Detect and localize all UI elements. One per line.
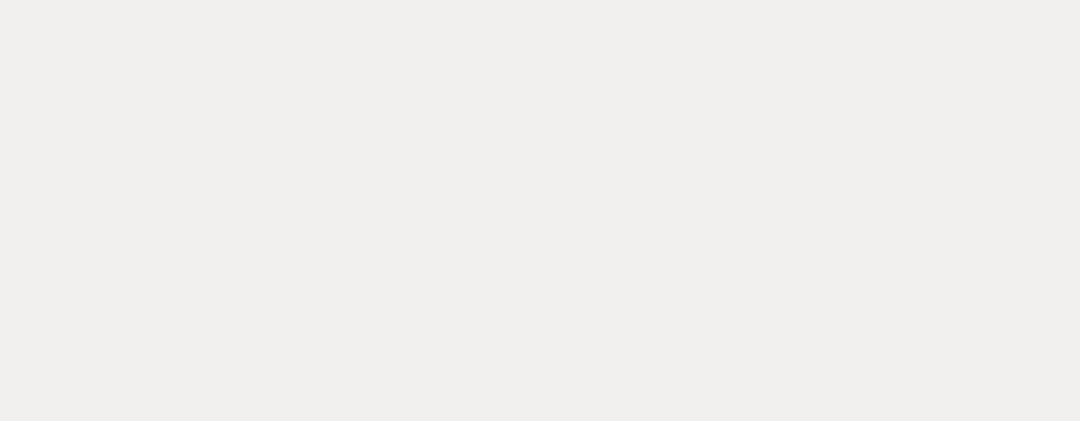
diagram-canvas (0, 0, 1080, 421)
flowchart-svg (0, 0, 1080, 421)
